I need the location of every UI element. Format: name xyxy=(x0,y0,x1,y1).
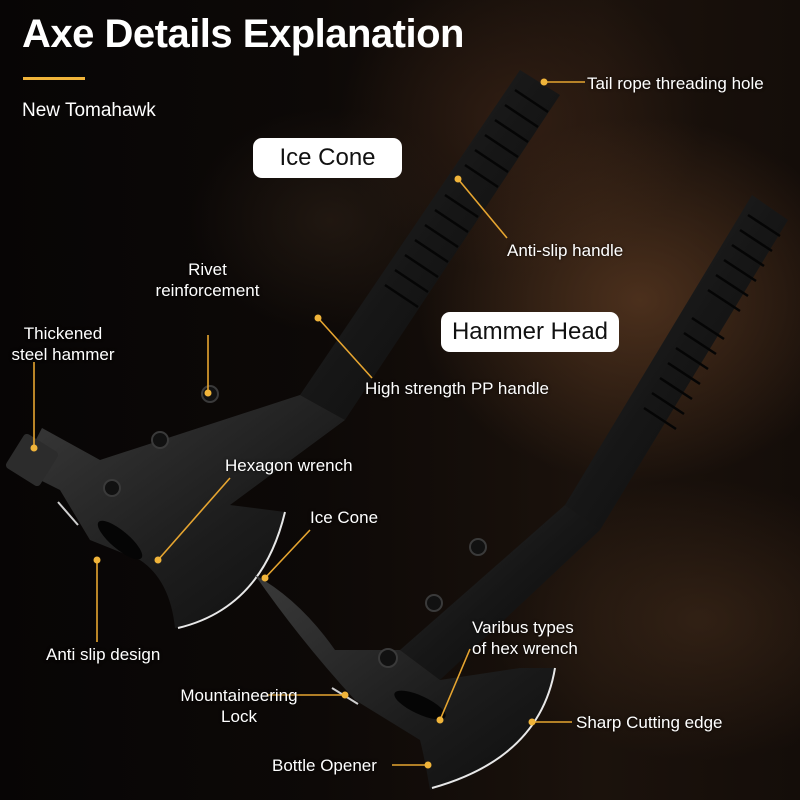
callout-rivet-line1: Rivet xyxy=(188,260,227,279)
callout-thickened-line2: steel hammer xyxy=(11,345,115,364)
callout-bottle-opener: Bottle Opener xyxy=(272,756,377,775)
callout-hex-wrench-types: Varibus types of hex wrench xyxy=(472,617,578,659)
leader-lines xyxy=(33,81,585,766)
page-subtitle: New Tomahawk xyxy=(22,100,156,121)
callout-high-strength-pp-handle: High strength PP handle xyxy=(365,379,549,398)
callout-hexagon-wrench: Hexagon wrench xyxy=(225,456,353,475)
callout-hex-types-line1: Varibus types xyxy=(472,618,574,637)
callout-anti-slip-design: Anti slip design xyxy=(46,645,161,664)
tag-hammer-head: Hammer Head xyxy=(441,312,619,352)
callout-sharp-cutting-edge: Sharp Cutting edge xyxy=(576,713,723,732)
callout-anti-slip-handle: Anti-slip handle xyxy=(507,241,624,260)
callout-tail-rope-hole: Tail rope threading hole xyxy=(587,74,764,93)
axe-right xyxy=(255,195,788,790)
callout-ice-cone: Ice Cone xyxy=(310,508,379,527)
page-title: Axe Details Explanation xyxy=(22,12,464,56)
callout-dots xyxy=(30,78,548,769)
callout-mountaineering-lock: Mountaineering Lock xyxy=(170,685,308,727)
callout-rivet-line2: reinforcement xyxy=(155,281,260,300)
callout-hex-types-line2: of hex wrench xyxy=(472,639,578,658)
callout-thickened-line1: Thickened xyxy=(23,324,103,343)
callout-mountaineering-line1: Mountaineering xyxy=(180,686,298,705)
callout-thickened-steel-hammer: Thickened steel hammer xyxy=(4,323,122,365)
callout-mountaineering-line2: Lock xyxy=(221,707,257,726)
axe-left xyxy=(5,70,560,629)
tag-ice-cone: Ice Cone xyxy=(253,138,402,178)
title-accent-underline xyxy=(23,77,85,80)
callout-rivet-reinforcement: Rivet reinforcement xyxy=(140,259,275,301)
